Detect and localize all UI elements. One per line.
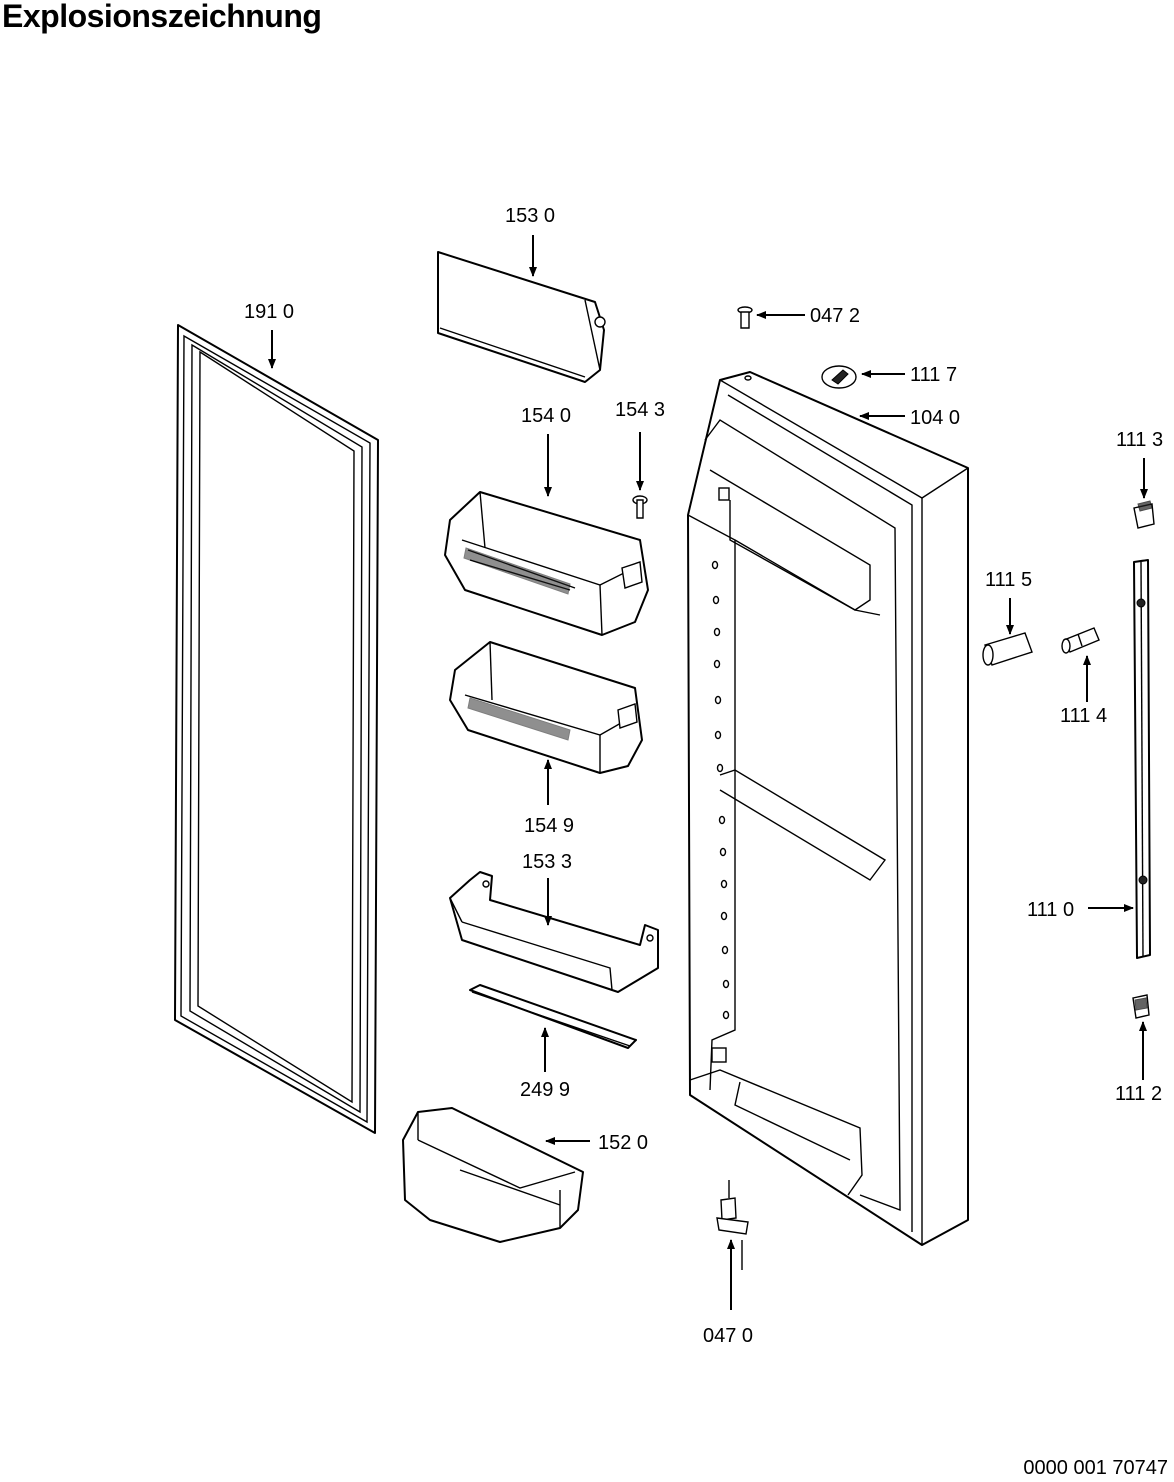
cap-part	[821, 365, 857, 389]
shelf-screw-part	[632, 495, 648, 519]
door-shelf-middle-part	[449, 641, 643, 774]
label-111-4: 111 4	[1060, 705, 1107, 727]
label-104-0: 104 0	[910, 407, 960, 429]
label-111-7: 111 7	[910, 364, 957, 386]
label-111-2: 111 2	[1115, 1083, 1162, 1105]
handle-bottom-cap-part	[1132, 994, 1150, 1019]
door-shelf-upper-part	[444, 491, 649, 636]
label-111-5: 111 5	[985, 569, 1032, 591]
label-111-0: 111 0	[1027, 899, 1074, 921]
connector-part	[1061, 627, 1100, 654]
handle-part	[1133, 559, 1151, 959]
label-047-0: 047 0	[703, 1325, 753, 1347]
label-111-3: 111 3	[1116, 429, 1163, 451]
inner-door-part	[687, 371, 969, 1246]
label-153-3: 153 3	[522, 851, 572, 873]
label-191-0: 191 0	[244, 301, 294, 323]
label-154-9: 154 9	[524, 815, 574, 837]
pin-part-top	[737, 306, 753, 329]
door-gasket-part	[174, 324, 379, 1134]
page-title: Explosionszeichnung	[2, 0, 322, 34]
leader-arrows	[268, 235, 1148, 1310]
label-152-0: 152 0	[598, 1132, 648, 1154]
handle-top-cap-part	[1133, 500, 1155, 529]
flap-cover-part	[437, 251, 606, 383]
document-number: 0000 001 70747	[1023, 1457, 1168, 1479]
hinge-part	[716, 1180, 749, 1270]
sleeve-part	[982, 632, 1033, 666]
bottom-bin-part	[402, 1107, 584, 1243]
label-249-9: 249 9	[520, 1079, 570, 1101]
label-153-0: 153 0	[505, 205, 555, 227]
bottle-rail-part	[449, 871, 659, 993]
label-154-3: 154 3	[615, 399, 665, 421]
trim-strip-part	[469, 984, 637, 1049]
label-154-0: 154 0	[521, 405, 571, 427]
label-047-2: 047 2	[810, 305, 860, 327]
